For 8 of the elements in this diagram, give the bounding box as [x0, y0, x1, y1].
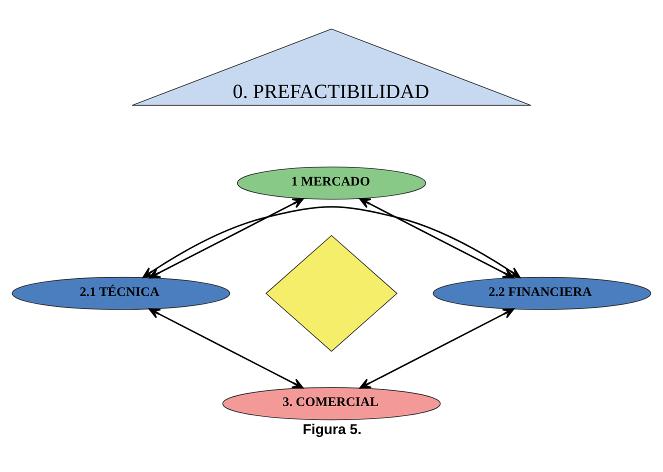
- node-ellipse: 2.2 FINANCIERA: [432, 276, 652, 310]
- node-ellipse: 1 MERCADO: [236, 166, 426, 200]
- node-diamond: [265, 234, 398, 352]
- caption: Figura 5.: [302, 421, 362, 438]
- node-ellipse: 2.1 TÉCNICA: [12, 276, 230, 310]
- node-ellipse: 3. COMERCIAL: [222, 387, 441, 420]
- arrow: [359, 308, 514, 389]
- arrow: [148, 308, 304, 389]
